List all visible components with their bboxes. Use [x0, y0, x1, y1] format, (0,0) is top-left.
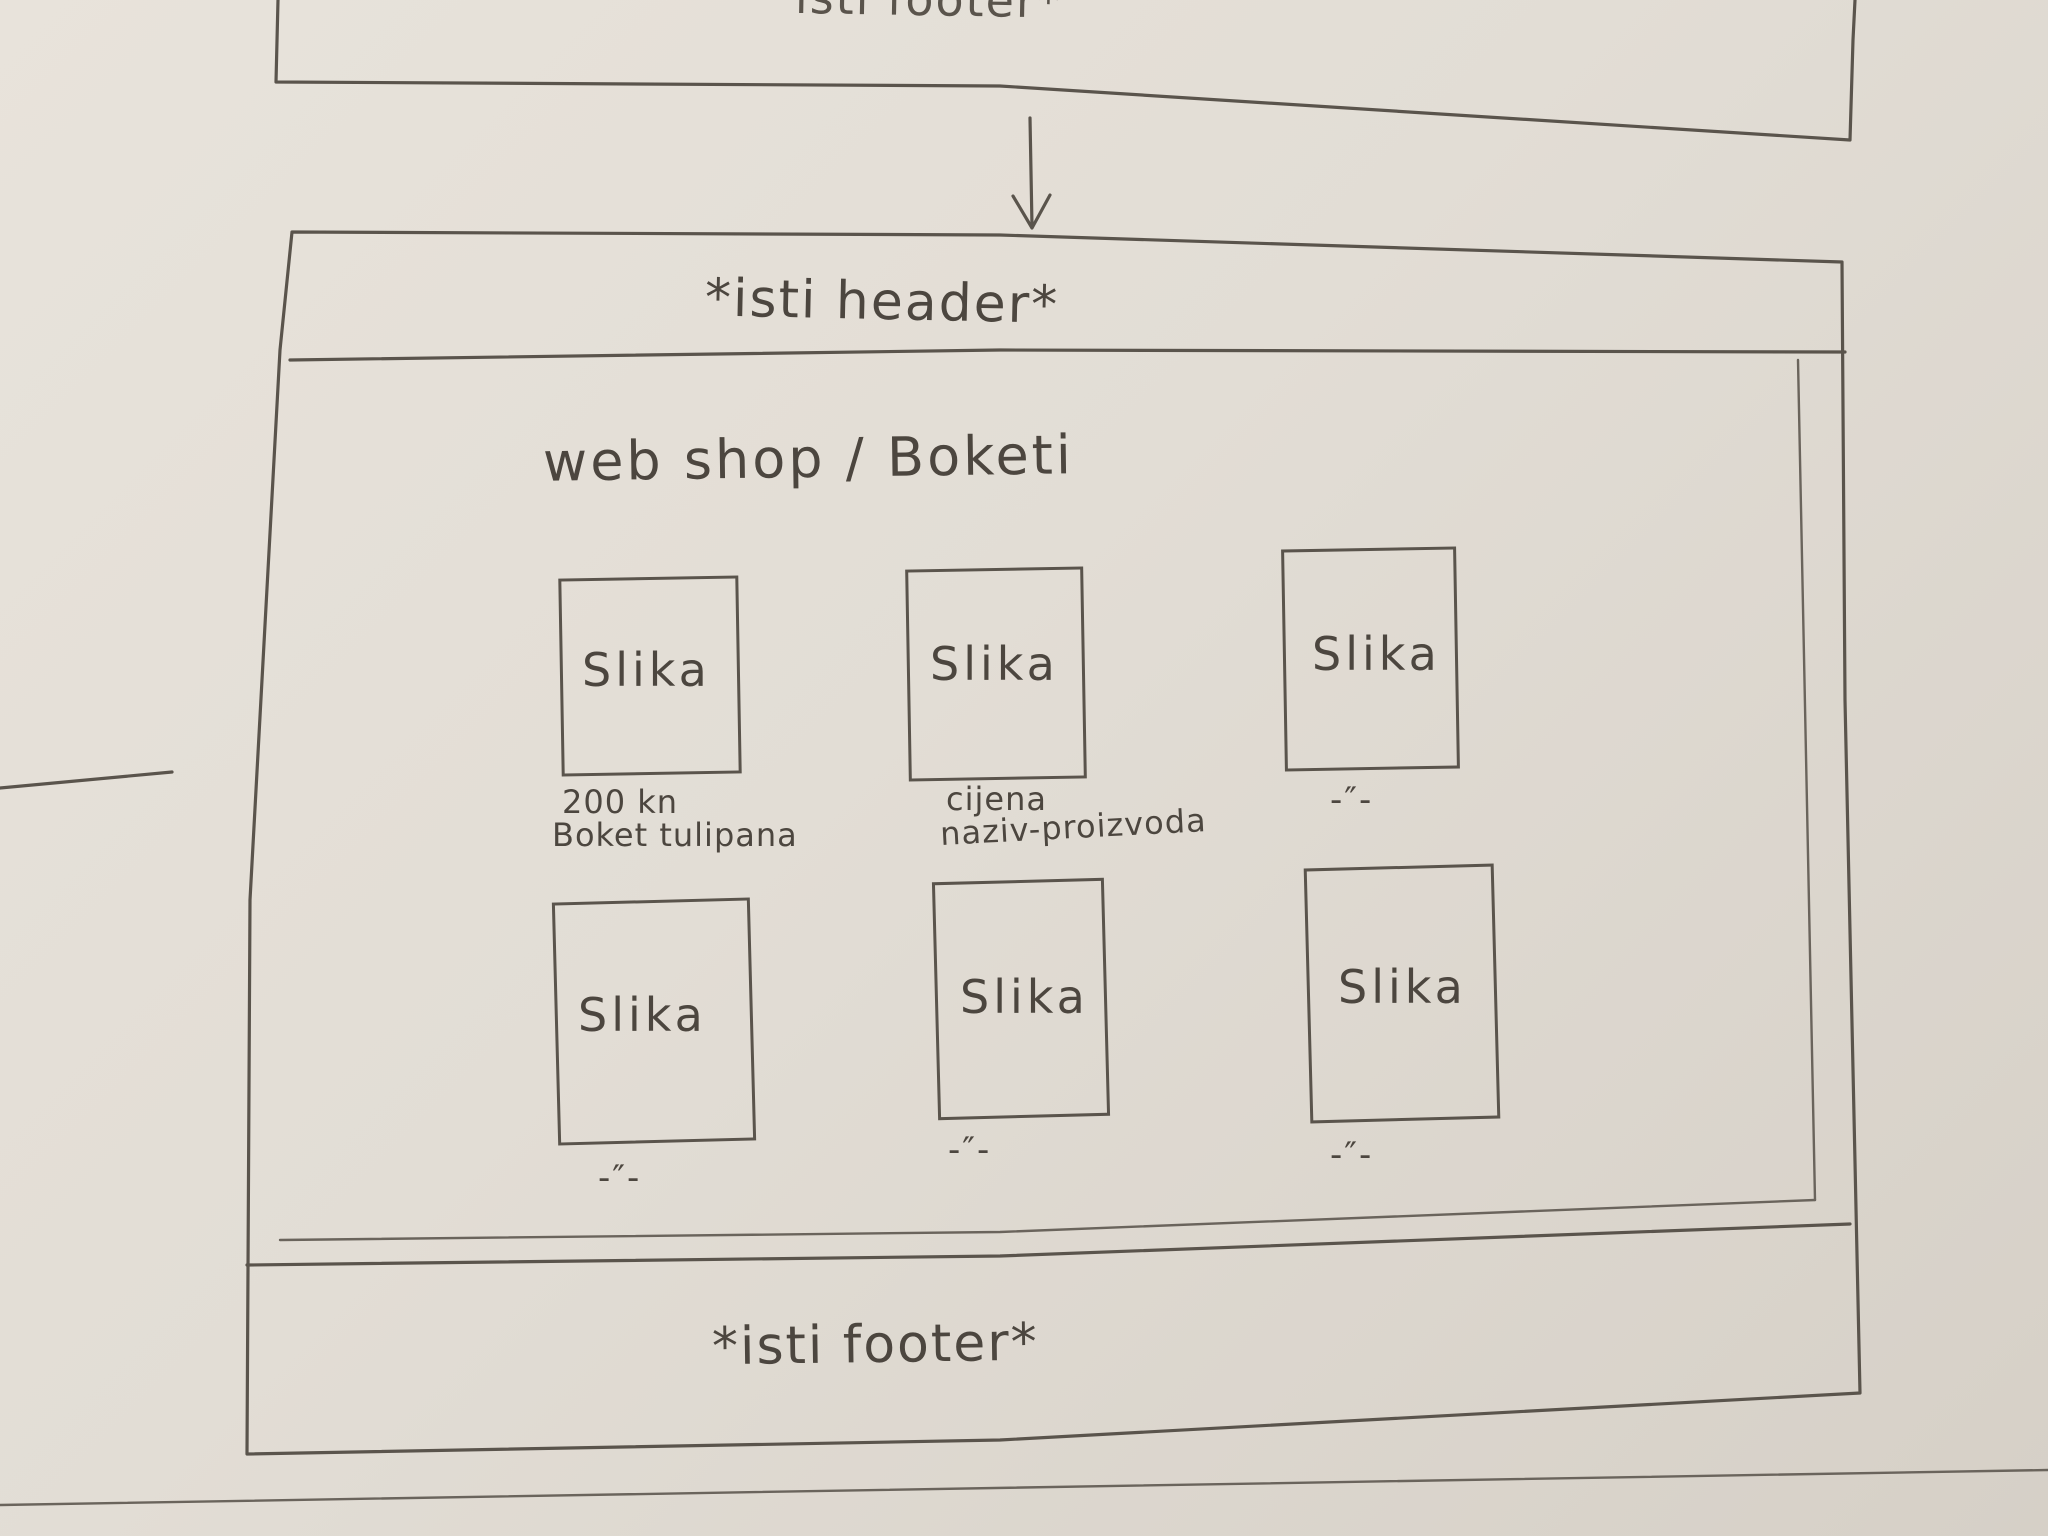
ditto-mark: -″- [598, 1158, 642, 1198]
ditto-mark: -″- [1330, 780, 1374, 820]
footer-placeholder: *isti footer* [711, 1312, 1040, 1378]
product-name: Boket tulipana [552, 816, 798, 854]
product-image-label: Slika [1338, 960, 1467, 1014]
breadcrumb: web shop / Boketi [542, 423, 1075, 494]
header-placeholder: *isti header* [704, 268, 1060, 336]
product-image-label: Slika [1312, 627, 1441, 681]
product-image-label: Slika [930, 637, 1059, 691]
ditto-mark: -″- [1330, 1135, 1374, 1175]
ditto-mark: -″- [948, 1130, 992, 1170]
product-price: cijena [946, 780, 1047, 818]
product-price: 200 kn [562, 783, 679, 821]
product-image-label: Slika [960, 970, 1089, 1024]
product-image-label: Slika [578, 988, 707, 1042]
product-image-label: Slika [582, 643, 711, 697]
